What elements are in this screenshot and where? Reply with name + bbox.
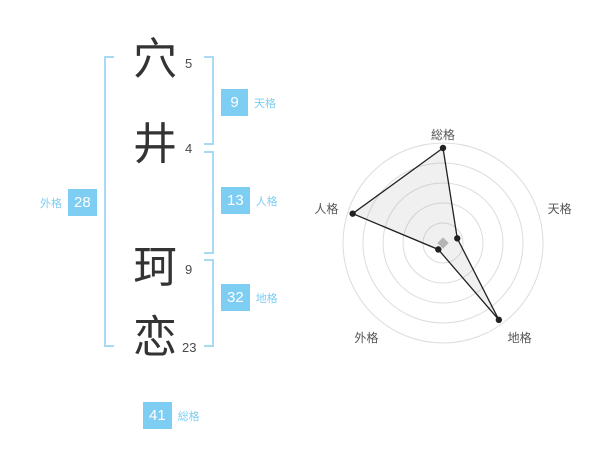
stroke-count-3: 9 [185,262,193,277]
radar-axis-label: 地格 [508,330,532,345]
radar-axis-label: 総格 [431,127,455,142]
radar-vertex-dot [349,210,356,217]
chikaku-bracket [204,259,214,347]
tenkaku-label: 天格 [254,97,276,110]
chikaku-label: 地格 [255,292,278,305]
gaikaku-bracket [104,56,114,347]
tenkaku-badge: 9 [221,89,248,116]
radar-axis-label: 天格 [548,201,572,216]
radar-polygon [351,146,500,321]
radar-vertex-dot [439,144,447,152]
tenkaku-bracket [204,56,214,145]
radar-axis-label: 人格 [314,201,338,216]
radar-vertex-dot [495,316,503,324]
radar-axis-label: 外格 [354,330,378,345]
radar-ring [382,182,504,304]
jinkaku-row: 13 人格 [221,187,278,214]
stroke-count-1: 5 [185,56,193,71]
jinkaku-label: 人格 [255,195,278,208]
radar-center-marker [437,237,449,249]
chikaku-badge: 32 [221,284,250,311]
gaikaku-label: 外格 [40,197,62,210]
stroke-count-2: 4 [185,141,193,156]
chikaku-row: 32 地格 [221,284,278,311]
name-char-4: 恋 [133,313,177,362]
radar-vertex-dot [454,235,461,242]
name-char-2: 井 [133,120,177,169]
radar-ring [362,162,524,324]
jinkaku-bracket [204,151,214,254]
stroke-count-4: 23 [182,340,197,355]
radar-ring [402,202,484,284]
tenkaku-row: 9 天格 [221,89,276,116]
radar-ring [342,142,544,344]
name-char-1: 穴 [133,35,177,84]
soukaku-row: 41 総格 [143,402,200,429]
radar-vertex-dot [435,246,442,253]
gaikaku-badge: 28 [68,189,97,216]
gaikaku-row: 外格 28 [40,189,97,216]
name-char-3: 珂 [133,243,177,292]
soukaku-badge: 41 [143,402,172,429]
jinkaku-badge: 13 [221,187,250,214]
soukaku-label: 総格 [177,410,200,423]
